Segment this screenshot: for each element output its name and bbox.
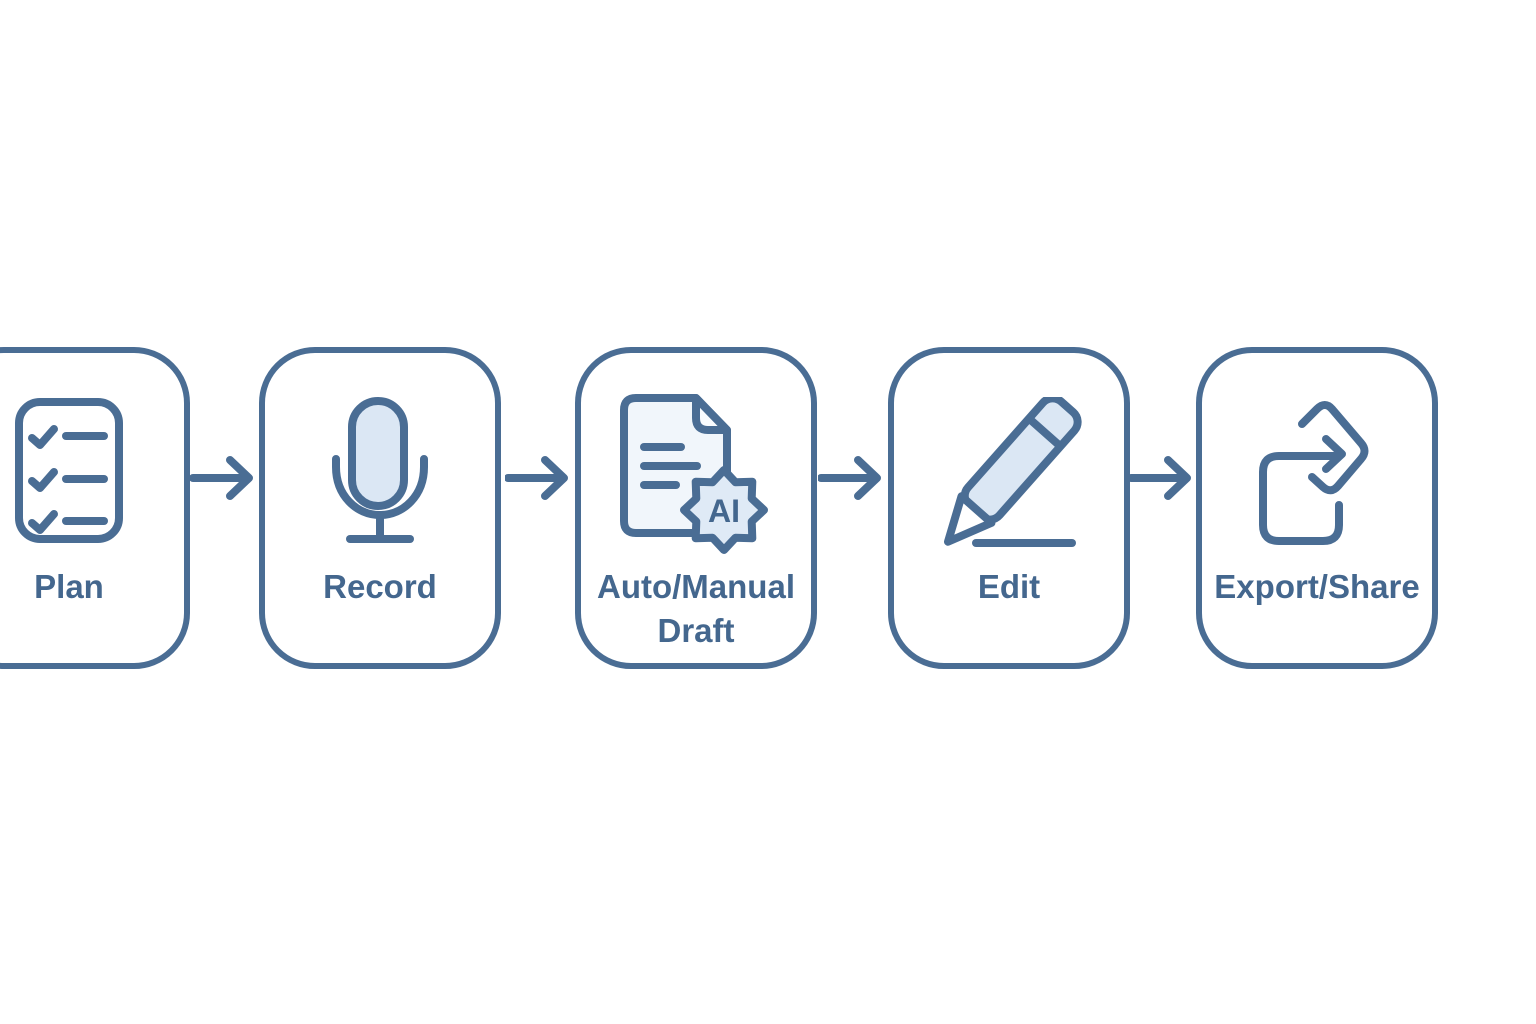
arrow-right-icon — [505, 456, 569, 500]
step-edit: Edit — [888, 347, 1130, 669]
step-label: Plan — [34, 568, 104, 605]
arrow-right-icon — [1128, 456, 1192, 500]
arrow-right-icon — [190, 456, 254, 500]
step-record: Record — [259, 347, 501, 669]
step-label: Edit — [977, 568, 1041, 605]
step-plan: Plan — [0, 347, 190, 669]
ai-badge-text: AI — [708, 493, 740, 529]
step-auto-manual-draft: AI Auto/Manual Draft — [575, 347, 817, 669]
arrow-right-icon — [818, 456, 882, 500]
step-label: Auto/Manual Draft — [597, 568, 795, 649]
export-share-icon — [1202, 397, 1432, 565]
step-label: Export/Share — [1214, 568, 1420, 605]
microphone-icon — [265, 397, 495, 565]
pencil-icon — [894, 397, 1124, 565]
checklist-icon — [0, 397, 184, 565]
ai-document-icon: AI — [581, 393, 811, 561]
step-export-share: Export/Share — [1196, 347, 1438, 669]
step-label: Record — [323, 568, 437, 605]
